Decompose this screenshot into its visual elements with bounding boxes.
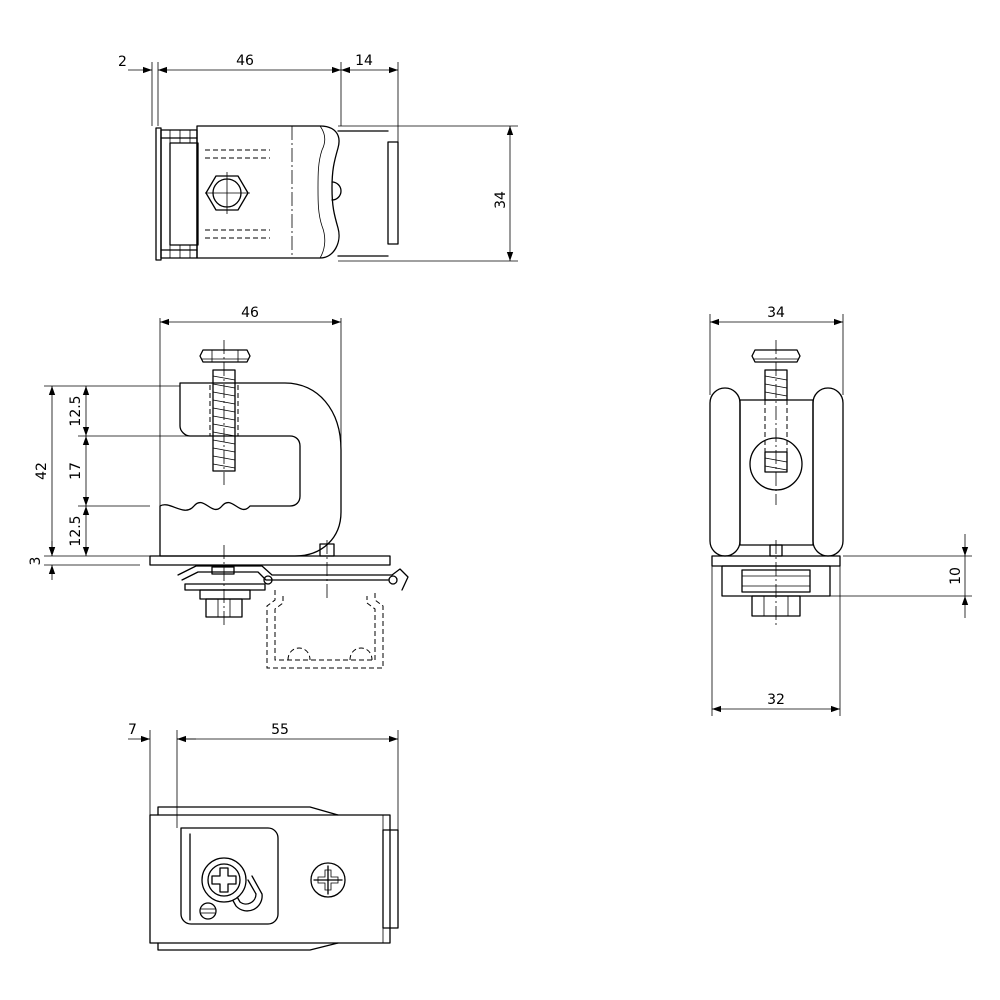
rail-clip bbox=[177, 565, 409, 591]
front-dim-lower-label: 12.5 bbox=[68, 515, 84, 546]
base-plate bbox=[149, 540, 391, 600]
front-dim-width-label: 46 bbox=[241, 305, 259, 321]
clamp-bolt bbox=[199, 340, 251, 485]
top-view: 2 46 14 34 bbox=[118, 53, 518, 262]
side-dim-top-width: 34 bbox=[709, 305, 844, 395]
top-dim-width: 46 bbox=[158, 53, 342, 126]
bottom-dim-offset-label: 7 bbox=[128, 722, 137, 738]
top-dim-right-ext-label: 14 bbox=[355, 53, 373, 69]
front-dim-base-thickness-label: 3 bbox=[28, 557, 44, 566]
side-dim-top-width-label: 34 bbox=[767, 305, 785, 321]
slotted-screw-icon bbox=[199, 857, 263, 920]
side-dim-height: 10 bbox=[830, 534, 972, 618]
bottom-hex-nut bbox=[199, 545, 251, 625]
top-view-outline bbox=[155, 125, 399, 261]
front-dim-middle-label: 17 bbox=[68, 462, 84, 480]
side-dim-bottom-width-label: 32 bbox=[767, 692, 785, 708]
top-dim-depth: 34 bbox=[338, 125, 518, 262]
side-dim-bottom-width: 32 bbox=[711, 566, 841, 716]
side-view: 34 32 10 bbox=[709, 305, 972, 716]
bottom-dim-offset: 7 bbox=[128, 722, 196, 828]
top-dim-depth-label: 34 bbox=[493, 191, 509, 209]
top-dim-right-ext: 14 bbox=[341, 53, 399, 142]
top-dim-left-gap: 2 bbox=[118, 54, 159, 126]
bottom-view: 7 55 bbox=[128, 722, 399, 951]
top-dim-left-gap-label: 2 bbox=[118, 54, 127, 70]
side-bolt bbox=[751, 340, 801, 505]
side-base bbox=[711, 540, 841, 625]
front-dim-heights: 42 12.5 17 12.5 3 bbox=[28, 385, 190, 580]
side-dim-height-label: 10 bbox=[948, 567, 964, 585]
bottom-dim-width-label: 55 bbox=[271, 722, 289, 738]
bottom-plate bbox=[149, 806, 399, 951]
bottom-dim-width: 55 bbox=[177, 722, 399, 830]
strut-channel-hidden bbox=[266, 590, 384, 669]
phillips-screw-icon bbox=[310, 862, 346, 898]
front-dim-upper-label: 12.5 bbox=[68, 395, 84, 426]
top-dim-width-label: 46 bbox=[236, 53, 254, 69]
front-dim-width: 46 bbox=[160, 305, 341, 326]
front-view: 46 42 12.5 17 12.5 3 bbox=[28, 305, 409, 669]
c-clamp-body bbox=[159, 318, 342, 557]
hex-bolt-head-icon bbox=[205, 172, 250, 214]
front-dim-total-height-label: 42 bbox=[34, 462, 50, 480]
